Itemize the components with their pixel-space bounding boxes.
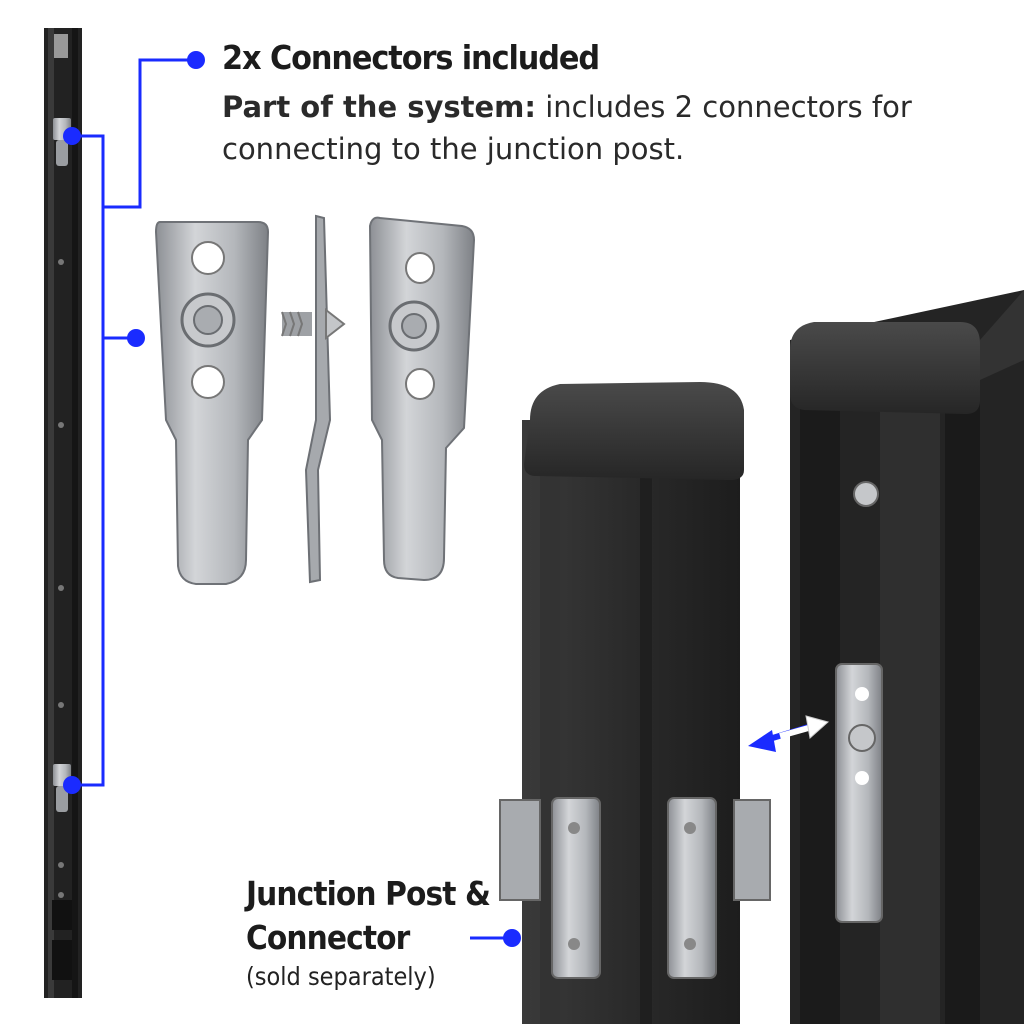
- junction-post: [499, 382, 771, 1024]
- frame-post: [790, 290, 1024, 1024]
- connectors-description: Part of the system: includes 2 connector…: [222, 86, 982, 170]
- connector-angled: [368, 216, 476, 582]
- junction-title-line2: Connector: [246, 918, 410, 957]
- double-arrow-icon: [748, 715, 830, 752]
- callout-lines: [72, 58, 512, 940]
- connector-front: [154, 221, 270, 585]
- connector-side: [281, 214, 346, 584]
- junction-subtitle: (sold separately): [246, 962, 436, 991]
- description-bold: Part of the system:: [222, 90, 536, 124]
- junction-title: Junction Post & Connector: [246, 872, 491, 960]
- junction-title-line1: Junction Post &: [246, 874, 491, 913]
- connectors-title: 2x Connectors included: [222, 38, 600, 77]
- callout-dots: [63, 51, 521, 947]
- description-rest: includes 2 connectors for connecting to …: [222, 90, 912, 166]
- profile-rail: [44, 28, 82, 998]
